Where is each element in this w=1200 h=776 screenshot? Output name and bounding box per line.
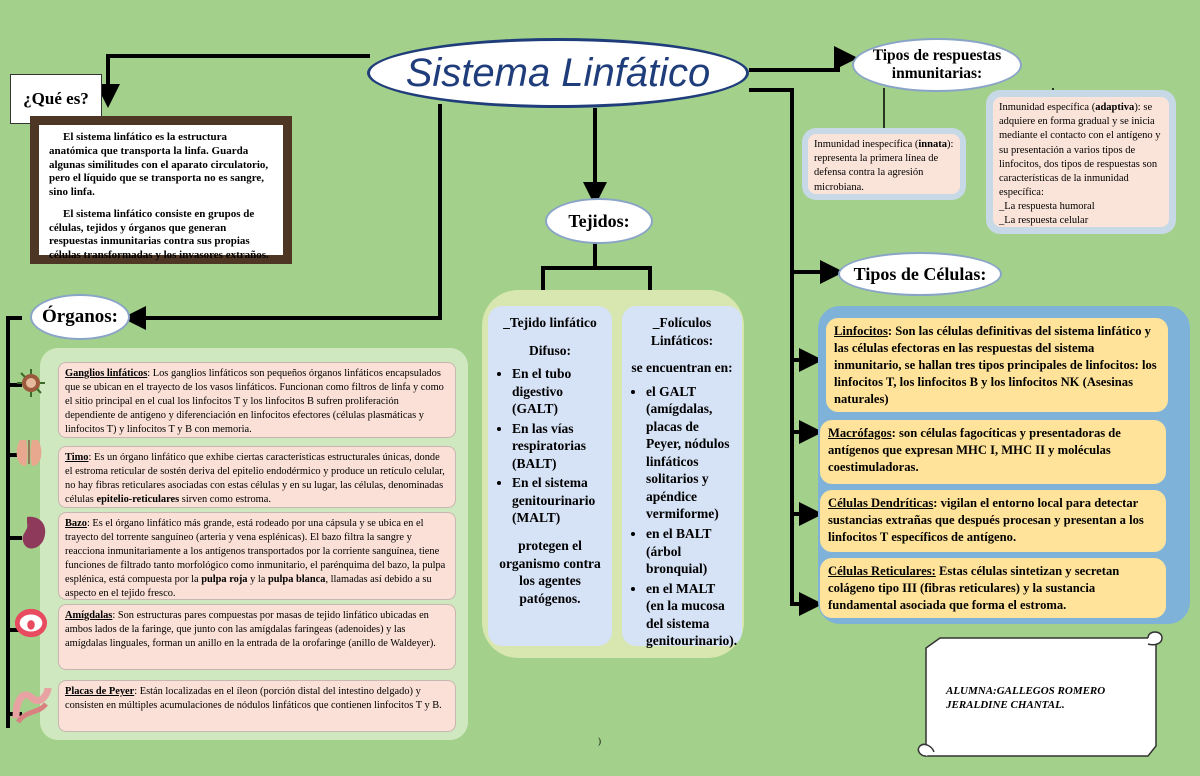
innata-box: Inmunidad inespecífica (innata): represe… [808, 134, 960, 194]
title-oval: Sistema Linfático [367, 38, 749, 108]
cell-reticulares: Células Reticulares: Estas células sinte… [820, 558, 1166, 618]
que-es-frame: El sistema linfático es la estructura an… [30, 116, 292, 264]
organ-text-after: sirven como estroma. [179, 494, 271, 506]
organ-name: Amígdalas [65, 610, 113, 621]
tonsils-icon [14, 606, 48, 640]
innata-text-pre: Inmunidad inespecífica ( [814, 139, 919, 150]
organ-text-after: , llamadas así debido a su aspecto en el… [65, 574, 432, 600]
tejido-difuso-footer: protegen el organismo contra los agentes… [499, 538, 601, 606]
adaptiva-bold: adaptiva [1095, 102, 1135, 113]
cell-name: Células Dendríticas [828, 496, 934, 510]
page-mark: ) [598, 736, 601, 746]
organ-text: : Los ganglios linfáticos son pequeños ó… [65, 368, 444, 436]
intestine-icon [12, 684, 52, 724]
list-item: el GALT (amígdalas, placas de Peyer, nód… [646, 383, 736, 523]
organ-text: : Es el órgano linfático más grande, est… [65, 518, 446, 586]
organ-name: Bazo [65, 518, 87, 529]
diagram-title: Sistema Linfático [405, 50, 711, 95]
organ-placas-peyer: Placas de Peyer: Están localizadas en el… [58, 680, 456, 732]
organ-bold: epitelio-reticulares [96, 494, 180, 506]
list-item: en el BALT (árbol bronquial) [646, 525, 736, 578]
cell-linfocitos: Linfocitos: Son las células definitivas … [826, 318, 1168, 412]
foliculos-heading: _Folículos [652, 315, 712, 330]
organ-text: : Es un órgano linfático que exhibe cier… [65, 452, 445, 506]
list-item: En las vías respiratorias (BALT) [512, 420, 606, 473]
cell-name: Macrófagos [828, 426, 892, 440]
organ-name: Timo [65, 452, 89, 463]
foliculos-intro: se encuentran en: [631, 360, 733, 376]
cell-name: Linfocitos [834, 324, 888, 338]
organ-text-mid: y la [247, 574, 268, 586]
que-es-scroll: ¿Qué es? [10, 74, 102, 124]
foliculos-subheading: Linfáticos: [650, 332, 714, 348]
innata-text-post: ): representa la primera línea de defens… [814, 139, 954, 193]
organ-bold: pulpa roja [201, 574, 248, 586]
adaptiva-text-pre: Inmunidad específica ( [999, 102, 1096, 113]
tejido-difuso-subheading: Difuso: [528, 342, 571, 358]
innata-bold: innata [918, 139, 947, 150]
tejidos-oval: Tejidos: [545, 198, 653, 244]
tejido-difuso-box: _Tejido linfático Difuso: En el tubo dig… [488, 306, 612, 646]
foliculos-box: _Folículos Linfáticos: se encuentran en:… [622, 306, 742, 648]
tejido-difuso-list: En el tubo digestivo (GALT) En las vías … [494, 365, 606, 527]
cell-dendriticas: Células Dendríticas: vigilan el entorno … [820, 490, 1166, 552]
alumna-text: ALUMNA:GALLEGOS ROMERO JERALDINE CHANTAL… [946, 685, 1106, 712]
lymph-node-icon [14, 366, 48, 400]
alumna-scroll-shape [917, 631, 1163, 757]
adaptiva-line-1: _La respuesta humoral [999, 201, 1095, 213]
list-item: En el tubo digestivo (GALT) [512, 365, 606, 418]
tejido-difuso-heading: _Tejido linfático [503, 315, 597, 330]
cell-name: Células Reticulares: [828, 564, 936, 578]
respuestas-oval: Tipos de respuestas inmunitarias: [852, 38, 1022, 92]
cell-text: : vigilan el entorno local para detectar… [828, 496, 1144, 544]
que-es-paragraph-1: El sistema linfático es la estructura an… [49, 131, 269, 198]
organ-ganglios: Ganglios linfáticos: Los ganglios linfát… [58, 362, 456, 438]
spleen-icon [16, 516, 50, 550]
cell-text: Estas células sintetizan y secretan colá… [828, 564, 1120, 612]
thymus-icon [12, 436, 46, 470]
list-item: En el sistema genitourinario (MALT) [512, 474, 606, 527]
cell-macrofagos: Macrófagos: son células fagocíticas y pr… [820, 420, 1166, 484]
tejidos-label: Tejidos: [568, 210, 630, 231]
organ-bazo: Bazo: Es el órgano linfático más grande,… [58, 512, 456, 600]
organ-name: Ganglios linfáticos [65, 368, 148, 379]
adaptiva-text-post: ): se adquiere en forma gradual y se ini… [999, 102, 1161, 199]
foliculos-list: el GALT (amígdalas, placas de Peyer, nód… [628, 383, 737, 650]
organ-amigdalas: Amígdalas: Son estructuras pares compues… [58, 604, 456, 670]
organ-timo: Timo: Es un órgano linfático que exhibe … [58, 446, 456, 508]
organ-name: Placas de Peyer [65, 686, 135, 697]
organ-text: : Son estructuras pares compuestas por m… [65, 610, 436, 650]
respuestas-label: Tipos de respuestas inmunitarias: [872, 47, 1002, 82]
cell-text: : son células fagocíticas y presentadora… [828, 426, 1121, 474]
organ-bold-2: pulpa blanca [267, 574, 326, 586]
que-es-label: ¿Qué es? [23, 89, 89, 108]
adaptiva-line-2: _La respuesta celular [999, 215, 1089, 227]
cell-text: : Son las células definitivas del sistem… [834, 324, 1157, 406]
organ-text: : Están localizadas en el íleon (porción… [65, 686, 442, 712]
list-item: en el MALT (en la mucosa del sistema gen… [646, 580, 737, 650]
organos-oval: Órganos: [30, 294, 130, 340]
celulas-label: Tipos de Células: [853, 263, 987, 284]
que-es-paragraph-2: El sistema linfático consiste en grupos … [49, 207, 269, 261]
organos-label: Órganos: [42, 306, 118, 327]
celulas-oval: Tipos de Células: [838, 252, 1002, 296]
adaptiva-box: Inmunidad específica (adaptiva): se adqu… [993, 97, 1169, 227]
